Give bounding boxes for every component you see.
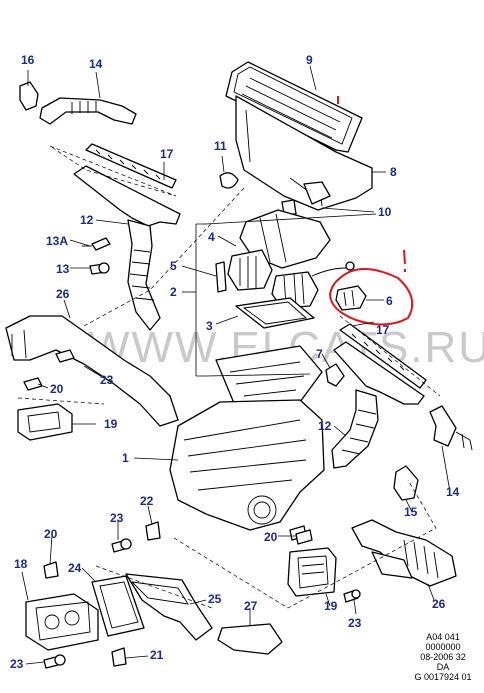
callout-8: 8	[390, 165, 397, 179]
callout-labels: 16 14 9 8 11 17 12 13A 13 26 10 4 5 2 3 …	[10, 53, 460, 671]
callout-13a: 13A	[46, 234, 68, 248]
left-grille-strip	[85, 143, 177, 189]
callout-12-left: 12	[80, 213, 94, 227]
blower-resistor	[335, 285, 367, 311]
callout-26-left: 26	[56, 287, 70, 301]
callout-26-right: 26	[432, 597, 446, 611]
left-lower-duct	[5, 315, 179, 441]
callout-23-left: 23	[100, 373, 114, 387]
right-grille-strip	[339, 323, 427, 389]
clip-21-duct-27	[111, 623, 283, 667]
callout-15: 15	[404, 505, 418, 519]
callout-11: 11	[214, 139, 227, 153]
callout-14-left: 14	[89, 57, 103, 71]
reference-line: G 0017924 01	[414, 672, 472, 682]
callout-18: 18	[14, 557, 28, 571]
right-lower-duct	[351, 519, 457, 587]
group-bracket-2	[195, 213, 377, 377]
callout-16: 16	[21, 53, 35, 67]
callout-1: 1	[122, 451, 129, 465]
air-inlet-housing	[225, 61, 373, 215]
callout-7: 7	[316, 347, 323, 361]
callout-12-right: 12	[318, 419, 332, 433]
callout-27: 27	[244, 599, 258, 613]
callout-19-left: 19	[104, 417, 118, 431]
bracket-15	[393, 465, 419, 501]
assembly-guide-lines	[17, 145, 441, 609]
callout-6: 6	[386, 294, 393, 308]
heater-housing	[169, 399, 325, 541]
outlet-18-with-clips	[25, 561, 99, 669]
callout-23-right: 23	[348, 616, 362, 630]
reference-line: 08-2006 32	[420, 652, 466, 662]
callout-13: 13	[56, 262, 70, 276]
screws-13	[82, 237, 111, 275]
right-distribution-channel	[331, 341, 473, 469]
callout-23-mid: 23	[110, 511, 124, 525]
callout-20-right: 20	[264, 530, 278, 544]
leader-lines	[21, 65, 451, 665]
clip-11	[219, 172, 239, 189]
callout-14-right: 14	[446, 485, 460, 499]
callout-5: 5	[170, 259, 177, 273]
clip-22-screw-23	[111, 521, 161, 553]
callout-4: 4	[208, 230, 215, 244]
callout-17-left: 17	[160, 147, 174, 161]
reference-line: 0000000	[425, 642, 461, 652]
callout-25: 25	[208, 592, 222, 606]
callout-17-right: 17	[376, 323, 390, 337]
callout-20-left: 20	[50, 382, 64, 396]
clip-7	[325, 363, 345, 387]
reference-line: DA	[436, 662, 450, 672]
callout-23-bottom: 23	[10, 657, 24, 671]
duct-24-25	[91, 573, 213, 641]
callout-21: 21	[150, 648, 164, 662]
right-outlet-19	[287, 529, 337, 597]
callout-2: 2	[170, 285, 177, 299]
left-duct-and-clip	[19, 81, 137, 125]
callout-3: 3	[206, 319, 213, 333]
resistor-highlight	[328, 96, 414, 326]
callout-19-right: 19	[324, 599, 338, 613]
callout-20-bottom: 20	[44, 527, 58, 541]
blower-assembly	[215, 209, 355, 409]
reference-line: A04 041	[426, 632, 460, 642]
left-distribution-channel	[73, 165, 181, 331]
reference-block: A04 041 0000000 08-2006 32 DA G 0017924 …	[408, 632, 478, 682]
screw-23-right	[343, 589, 361, 603]
callout-10: 10	[378, 205, 392, 219]
callout-22: 22	[140, 494, 154, 508]
callout-24: 24	[68, 561, 82, 575]
callout-9: 9	[306, 53, 313, 67]
